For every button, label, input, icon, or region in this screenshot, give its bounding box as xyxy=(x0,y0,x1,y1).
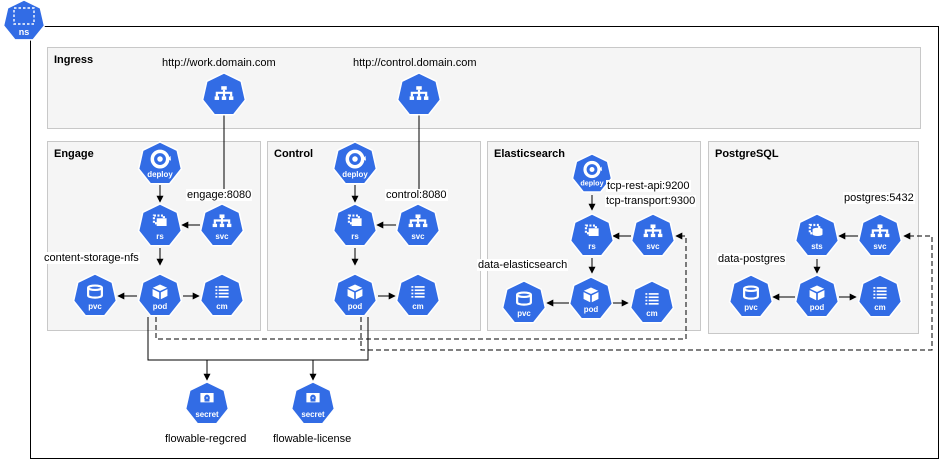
data-es-label: data-elasticsearch xyxy=(477,259,569,271)
es-svc-icon: svc xyxy=(630,213,676,257)
ingress-panel: Ingress xyxy=(47,47,921,129)
engage-svc-icon-text: svc xyxy=(215,232,229,241)
es-deploy-icon: deploy xyxy=(571,153,613,193)
namespace-badge-text: ns xyxy=(19,27,30,37)
engage-deploy-icon: deploy xyxy=(137,141,183,185)
regcred-label: flowable-regcred xyxy=(165,433,247,445)
engage-svc-icon: svc xyxy=(199,203,245,247)
engage-port-label: engage:8080 xyxy=(186,189,253,201)
es-pod-icon: pod xyxy=(568,276,614,320)
pg-sts-icon-text: sts xyxy=(811,242,823,251)
control-deploy-icon: deploy xyxy=(332,141,378,185)
pg-cm-icon-text: cm xyxy=(874,303,885,312)
engage-cm-icon: cm xyxy=(199,273,245,317)
edge-pods-pg-svc xyxy=(360,232,933,351)
postgres-port-label: postgres:5432 xyxy=(843,192,915,204)
secret-regcred-icon-text: secret xyxy=(195,410,219,419)
pg-svc-icon-text: svc xyxy=(873,242,887,251)
work-url-label: http://work.domain.com xyxy=(162,57,276,69)
secret-license-icon-text: secret xyxy=(301,410,325,419)
control-pod-icon: pod xyxy=(332,273,378,317)
engage-pvc-icon-text: pvc xyxy=(88,302,102,311)
pg-svc-icon: svc xyxy=(857,213,903,257)
engage-pod-icon: pod xyxy=(137,273,183,317)
control-svc-icon: svc xyxy=(395,203,441,247)
engage-deploy-icon-text: deploy xyxy=(147,170,173,179)
ingress-panel-title: Ingress xyxy=(54,54,94,66)
postgresql-panel-title: PostgreSQL xyxy=(715,148,779,160)
pg-sts-icon: sts xyxy=(794,213,840,257)
es-deploy-icon-text: deploy xyxy=(580,179,603,188)
namespace-badge-icon: ns xyxy=(2,0,46,41)
pg-pvc-icon-text: pvc xyxy=(744,303,758,312)
ingress-work-icon xyxy=(201,72,247,116)
edge-pods-es-svc xyxy=(155,232,687,340)
engage-rs-icon: rs xyxy=(137,203,183,247)
control-panel-title: Control xyxy=(274,148,314,160)
ingress-control-icon xyxy=(396,72,442,116)
control-pod-icon-text: pod xyxy=(348,302,363,311)
es-pvc-icon-text: pvc xyxy=(517,309,531,318)
control-cm-icon-text: cm xyxy=(412,302,423,311)
control-rs-icon: rs xyxy=(332,203,378,247)
es-cm-icon-text: cm xyxy=(646,309,657,318)
engage-panel-title: Engage xyxy=(54,148,94,160)
engage-pvc-icon: pvc xyxy=(72,273,118,317)
engage-cm-icon-text: cm xyxy=(216,302,227,311)
control-svc-icon-text: svc xyxy=(411,232,425,241)
es-pod-icon-text: pod xyxy=(584,305,599,314)
es-rest-label: tcp-rest-api:9200 xyxy=(606,180,691,192)
es-rs-icon-text: rs xyxy=(588,242,596,251)
es-svc-icon-text: svc xyxy=(646,242,660,251)
control-url-label: http://control.domain.com xyxy=(353,57,477,69)
control-port-label: control:8080 xyxy=(385,189,448,201)
es-rs-icon: rs xyxy=(569,213,615,257)
es-transport-label: tcp-transport:9300 xyxy=(605,195,697,207)
control-rs-icon-text: rs xyxy=(351,232,359,241)
license-label: flowable-license xyxy=(273,433,352,445)
secret-regcred-icon: secret xyxy=(184,381,230,425)
pg-cm-icon: cm xyxy=(857,274,903,318)
secret-license-icon: secret xyxy=(290,381,336,425)
pg-pod-icon-text: pod xyxy=(810,303,825,312)
engage-pod-icon-text: pod xyxy=(153,302,168,311)
data-pg-label: data-postgres xyxy=(717,253,787,265)
engage-rs-icon-text: rs xyxy=(156,232,164,241)
es-pvc-icon: pvc xyxy=(501,280,547,324)
control-cm-icon: cm xyxy=(395,273,441,317)
pg-pvc-icon: pvc xyxy=(728,274,774,318)
pg-pod-icon: pod xyxy=(794,274,840,318)
elasticsearch-panel-title: Elasticsearch xyxy=(494,148,565,160)
control-deploy-icon-text: deploy xyxy=(342,170,368,179)
content-storage-label: content-storage-nfs xyxy=(43,252,140,264)
es-cm-icon: cm xyxy=(629,280,675,324)
